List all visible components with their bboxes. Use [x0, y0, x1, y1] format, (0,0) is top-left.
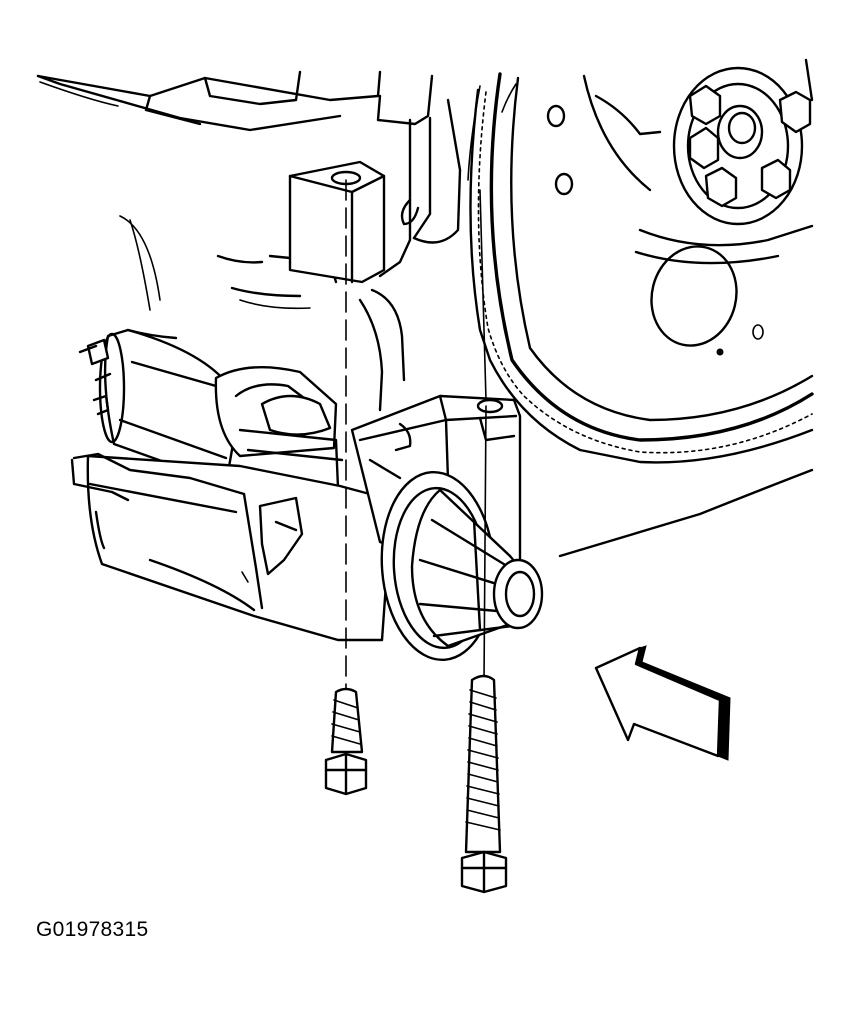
flywheel: [469, 72, 814, 464]
starter-motor: [70, 328, 394, 642]
engine-lower-edge: [558, 468, 814, 558]
mounting-bolt-long: [460, 674, 508, 894]
upper-mounting-boss: [288, 160, 386, 284]
crankshaft-hub: [672, 58, 814, 226]
alignment-lines: [345, 179, 487, 701]
pinion-housing: [380, 470, 544, 662]
figure-id-label: G01978315: [36, 918, 149, 941]
arrow-icon: [594, 645, 731, 761]
mounting-bolt-short: [324, 687, 368, 796]
